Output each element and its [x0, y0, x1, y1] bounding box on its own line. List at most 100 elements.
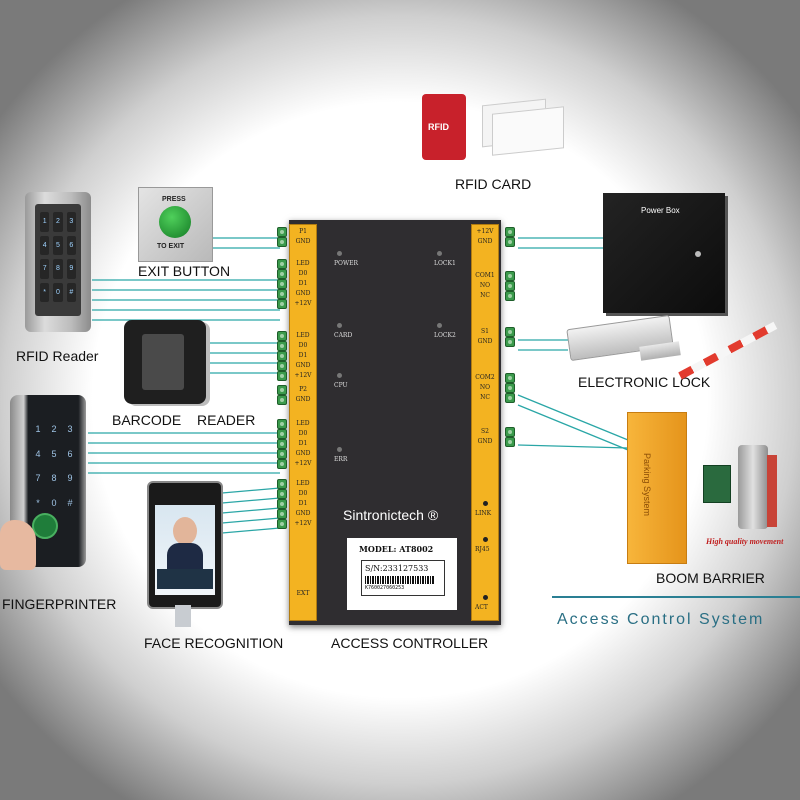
screw-terminal — [277, 499, 287, 509]
screw-terminal — [277, 419, 287, 429]
terminal-label: D0 — [298, 342, 308, 349]
parking-system-text: Parking System — [642, 453, 652, 517]
boom-barrier-label: BOOM BARRIER — [656, 570, 765, 586]
keypad-key: # — [67, 497, 73, 508]
terminal-label: D1 — [298, 500, 308, 507]
terminal-label: LED — [296, 332, 310, 339]
terminal-label: S1 — [481, 328, 489, 335]
terminal-label: D1 — [298, 352, 308, 359]
terminal-label: D1 — [298, 440, 308, 447]
indicator-led — [483, 537, 488, 542]
keypad-key: 1 — [35, 424, 41, 435]
screw-terminal — [277, 269, 287, 279]
screw-terminal — [505, 337, 515, 347]
rfid-card-image: RFID — [420, 92, 570, 162]
keypad-key: 9 — [66, 259, 76, 279]
barrier-circuit-board — [703, 465, 731, 503]
screw-terminal — [277, 299, 287, 309]
barcode-label-1: BARCODE — [112, 412, 182, 428]
keypad-key: 7 — [35, 473, 41, 484]
terminal-label: GND — [295, 396, 311, 403]
keypad-key: 6 — [67, 448, 73, 459]
terminal-label: +12V — [476, 228, 494, 235]
screw-terminal — [277, 331, 287, 341]
led-label: ERR — [334, 456, 348, 463]
indicator-led — [437, 323, 442, 328]
indicator-led — [483, 501, 488, 506]
screw-terminal — [277, 259, 287, 269]
keypad-key: 4 — [40, 235, 50, 255]
screw-terminal — [505, 393, 515, 403]
screw-terminal — [505, 437, 515, 447]
terminal-label: GND — [477, 338, 493, 345]
indicator-led — [337, 251, 342, 256]
screw-terminal — [277, 279, 287, 289]
screw-terminal — [277, 395, 287, 405]
screw-terminal — [277, 227, 287, 237]
screw-terminal — [505, 327, 515, 337]
terminal-label: GND — [295, 450, 311, 457]
terminal-label: S2 — [481, 428, 489, 435]
screw-terminal — [277, 361, 287, 371]
led-label: ACT — [475, 604, 488, 611]
indicator-led — [337, 447, 342, 452]
terminal-label: D0 — [298, 430, 308, 437]
terminal-label: D0 — [298, 270, 308, 277]
exit-button-bottom-text: TO EXIT — [157, 243, 185, 250]
terminal-label: +12V — [294, 520, 312, 527]
terminal-label: COM1 — [475, 272, 495, 279]
indicator-led — [483, 595, 488, 600]
led-label: RJ45 — [475, 546, 490, 553]
screw-terminal — [277, 519, 287, 529]
terminal-label: GND — [477, 438, 493, 445]
terminal-label: LED — [296, 480, 310, 487]
keypad-key: 5 — [51, 448, 57, 459]
screw-terminal — [505, 373, 515, 383]
access-control-system-title: Access Control System — [557, 611, 765, 628]
terminal-label: NO — [479, 282, 491, 289]
led-label: LOCK1 — [434, 260, 456, 267]
terminal-label: NO — [479, 384, 491, 391]
terminal-label: GND — [295, 290, 311, 297]
terminal-label: D1 — [298, 280, 308, 287]
barrier-motor-arm — [767, 455, 777, 527]
terminal-label: GND — [295, 362, 311, 369]
face-recognition-device — [147, 481, 223, 609]
face-recognition-label: FACE RECOGNITION — [144, 635, 284, 651]
screw-terminal — [277, 429, 287, 439]
screw-terminal — [277, 371, 287, 381]
indicator-led — [337, 373, 342, 378]
screw-terminal — [277, 509, 287, 519]
power-box-device: Power Box — [603, 193, 725, 313]
keypad-key: 0 — [53, 282, 63, 302]
screw-terminal — [277, 385, 287, 395]
screw-terminal — [505, 291, 515, 301]
terminal-label: D0 — [298, 490, 308, 497]
keypad-key: 6 — [66, 235, 76, 255]
exit-button-top-text: PRESS — [162, 196, 186, 203]
keypad-key: * — [40, 282, 50, 302]
screw-terminal — [277, 237, 287, 247]
power-box-text: Power Box — [641, 206, 680, 215]
keypad-key: 2 — [53, 212, 63, 232]
electronic-lock-label: ELECTRONIC LOCK — [578, 374, 711, 390]
rfid-reader-label: RFID Reader — [16, 348, 99, 364]
finger-hand — [0, 520, 36, 570]
terminal-label: NC — [480, 394, 490, 401]
screw-terminal — [505, 383, 515, 393]
high-quality-text: High quality movement — [706, 537, 784, 546]
keypad-key: * — [36, 497, 40, 508]
right-terminal-strip — [471, 224, 499, 621]
boom-barrier-device: Parking System — [627, 412, 687, 564]
terminal-label: P2 — [299, 386, 307, 393]
keypad-key: 2 — [51, 424, 57, 435]
screw-terminal — [505, 227, 515, 237]
led-label: LOCK2 — [434, 332, 456, 339]
terminal-label: LED — [296, 260, 310, 267]
screw-terminal — [277, 459, 287, 469]
terminal-label: P1 — [299, 228, 307, 235]
led-label: CPU — [334, 382, 348, 389]
exit-button-device: PRESS TO EXIT — [138, 187, 213, 262]
